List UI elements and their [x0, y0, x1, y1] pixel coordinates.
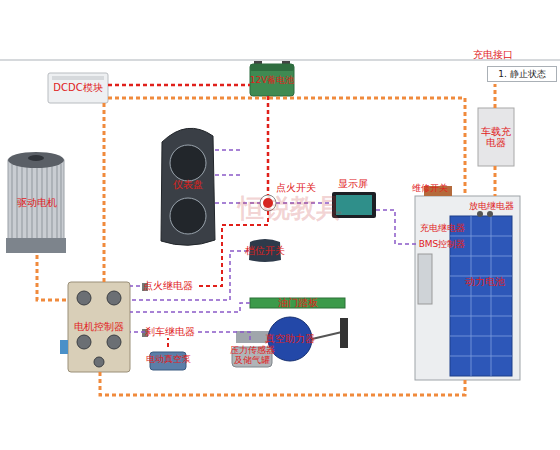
node-label: 真空助力器: [265, 333, 315, 345]
charge-port-wire: [494, 84, 497, 108]
wire-connector: [130, 303, 250, 312]
wire-connector: [130, 285, 140, 287]
brake-pedal: [340, 318, 348, 348]
discharge-relay: 放电继电器: [466, 200, 516, 212]
node-label: 动力电池: [465, 276, 505, 288]
motor-base: [6, 238, 66, 253]
controller-port: [60, 340, 68, 354]
dcdc-rib: [52, 76, 104, 80]
wire-connector: [100, 372, 465, 395]
battery-12v: 12V蓄电池: [250, 64, 294, 96]
motor-fins: [12, 164, 61, 238]
motor-top: [8, 152, 64, 168]
node-label: DCDC模块: [53, 82, 102, 94]
dcdc-body: [48, 73, 108, 103]
battery-body: [250, 64, 294, 96]
onboard-charger: 车载充电器: [478, 108, 514, 166]
vacuum-pump: 电动真空泵: [148, 347, 188, 371]
node-label: BMS控制器: [419, 239, 466, 249]
cluster-gauge: [170, 198, 206, 234]
motor-body: [8, 160, 64, 240]
node-label: 1. 静止状态: [498, 69, 545, 79]
node-label: 电动真空泵: [146, 354, 191, 364]
node-label: 点火开关: [276, 182, 316, 194]
battery-lid: [250, 64, 294, 71]
cluster-gauge: [170, 145, 206, 181]
node-label: 驱动电机: [17, 197, 57, 209]
node-label: 压力传感器 及储气罐: [228, 345, 276, 366]
pack-housing: [415, 196, 520, 380]
bms-controller: BMS控制器: [417, 238, 467, 250]
node-label: 放电继电器: [469, 201, 514, 211]
node-label: 油门踏板: [278, 297, 318, 309]
wire-connector: [167, 338, 169, 347]
pressure-sensor: 压力传感器 及储气罐: [228, 340, 276, 370]
port-label: 充电接口: [473, 49, 513, 61]
node-label: 12V蓄电池: [250, 75, 295, 85]
cluster-housing: [161, 128, 215, 245]
relay-dot: [477, 211, 483, 217]
wire-connector: [267, 96, 270, 195]
motor-shaft: [28, 155, 44, 161]
pedal-rod: [312, 332, 342, 339]
state-box: 1. 静止状态: [487, 66, 557, 82]
charger-body: [478, 108, 514, 166]
ignition-relay: 点火继电器: [140, 279, 196, 293]
wire-connector: [37, 255, 68, 300]
accelerator-pedal: 油门踏板: [250, 296, 345, 310]
brake-relay: 刹车继电器: [145, 326, 195, 338]
node-label: 显示屏: [338, 178, 368, 190]
wire-connector: [130, 331, 145, 333]
wire-connector: [376, 210, 417, 244]
wire-connector: [108, 84, 250, 87]
bms-board: [418, 254, 432, 304]
drive-motor: 驱动电机: [5, 150, 68, 255]
node-label: 维修开关: [412, 183, 448, 193]
node-label: 点火继电器: [143, 280, 193, 292]
wire-connector: [108, 98, 465, 196]
dcdc-module: DCDC模块: [48, 73, 108, 103]
instrument-cluster: 仪表盘: [160, 125, 215, 245]
service-switch: 维修开关: [408, 182, 452, 194]
gear-switch: 档位开关: [248, 240, 282, 262]
charge-relay: 充电继电器: [417, 222, 467, 234]
power-battery: 动力电池 放电继电器充电继电器 BMS控制器: [415, 196, 520, 380]
wire-connector: [103, 103, 106, 282]
node-label: 刹车继电器: [145, 326, 195, 338]
motor-controller: 电机控制器: [68, 282, 130, 372]
node-label: 电机控制器: [74, 321, 124, 333]
accelerator-bar: [250, 298, 345, 308]
watermark: 恒锐教具: [238, 194, 342, 224]
wire-connector: [195, 332, 250, 340]
wire-connector: [494, 166, 497, 196]
node-label: 仪表盘: [173, 179, 203, 191]
node-label: 档位开关: [245, 245, 285, 257]
vacuum-booster: 真空助力器: [268, 318, 312, 360]
wire-connector: [130, 251, 248, 300]
signal-wire: [215, 174, 240, 176]
signal-wire: [215, 149, 242, 151]
controller-body: [68, 282, 130, 372]
node-label: 车载充电器: [478, 126, 514, 149]
relay-dot: [487, 211, 493, 217]
node-label: 充电继电器: [420, 223, 465, 233]
